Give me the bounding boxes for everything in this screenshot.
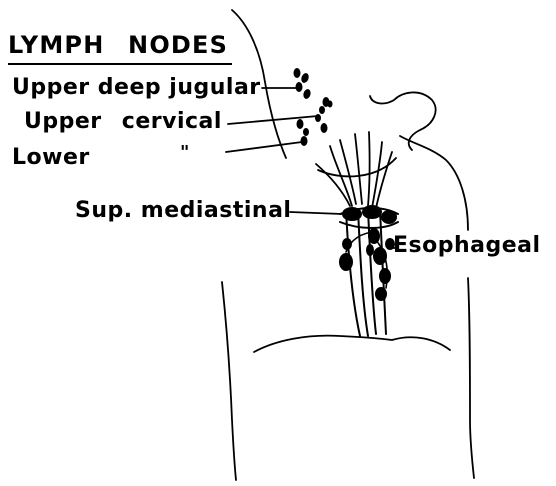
- chin-outline: [370, 92, 436, 150]
- left-arm-outline: [222, 282, 236, 480]
- label-ditto-mark: ": [180, 144, 190, 162]
- cervical-nodes: [294, 68, 333, 146]
- title-lymph-nodes: LYMPH NODES: [8, 33, 228, 57]
- right-neck-outline: [400, 136, 468, 230]
- label-upper-deep-jugular: Upper deep jugular: [12, 77, 261, 99]
- label-sup-mediastinal: Sup. mediastinal: [75, 200, 291, 222]
- right-arm-outline: [468, 278, 474, 478]
- label-lower: Lower: [12, 147, 90, 169]
- pharynx: [316, 132, 396, 208]
- leader-lower: [226, 142, 302, 152]
- title-underline: [8, 63, 232, 65]
- label-upper-cervical: Upper cervical: [24, 111, 222, 133]
- leader-sup-mediastinal: [290, 212, 342, 214]
- diaphragm-outline: [254, 336, 450, 352]
- label-esophageal: Esophageal: [393, 235, 541, 257]
- leader-lines: [226, 88, 398, 248]
